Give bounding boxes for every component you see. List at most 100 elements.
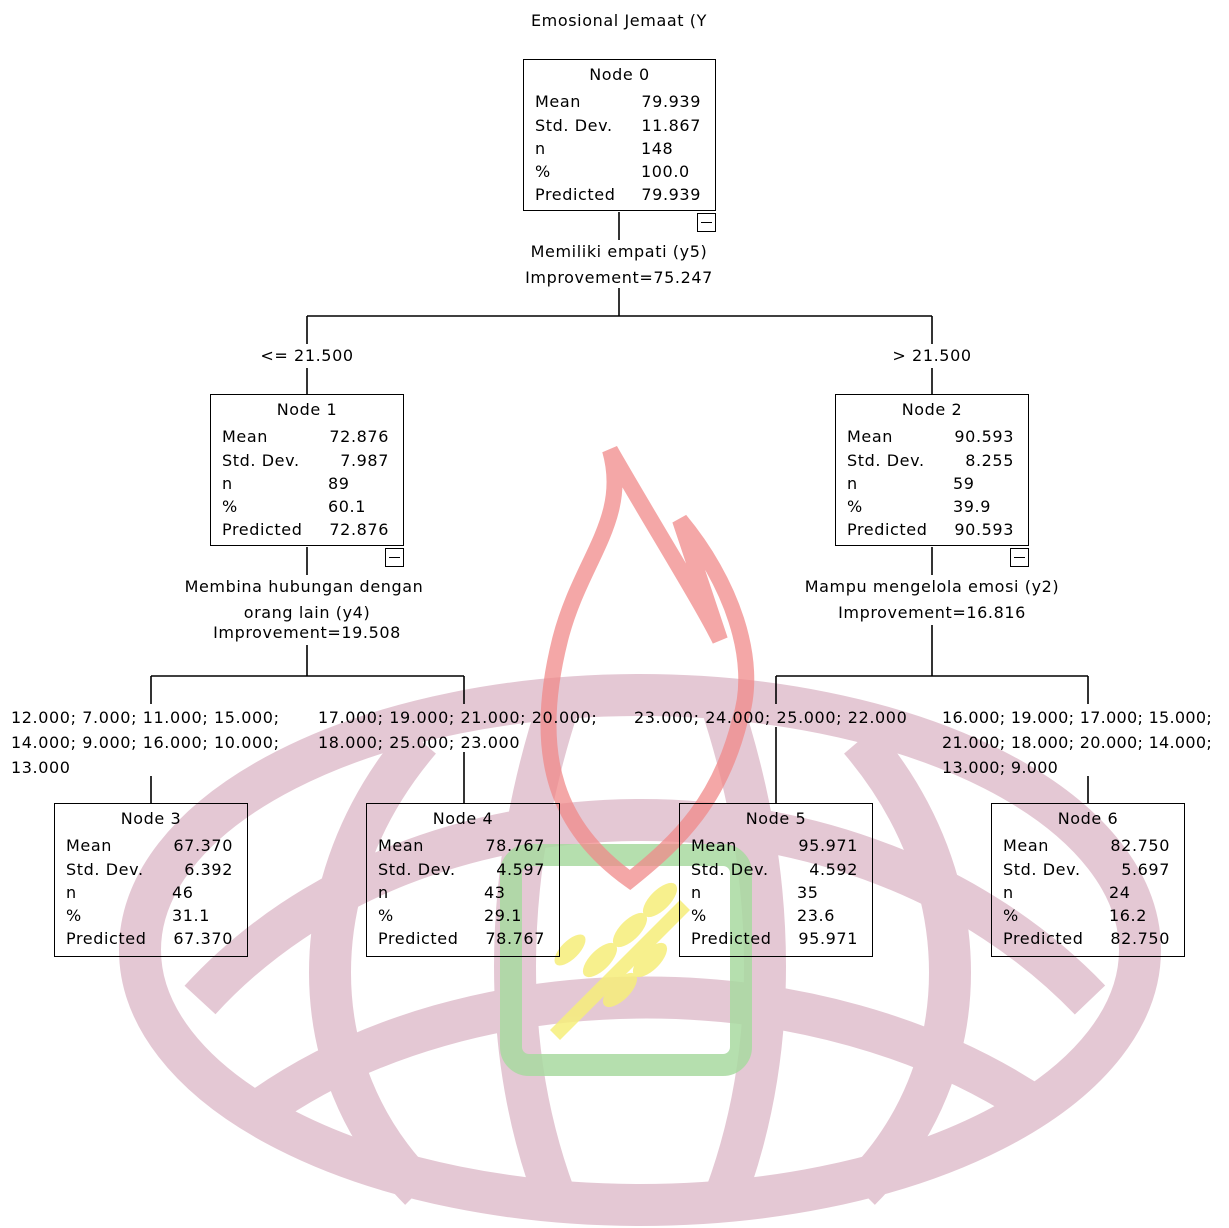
mean-value: 82.750 — [1110, 834, 1170, 857]
pred-label: Predicted — [66, 927, 147, 950]
std-label: Std. Dev. — [66, 858, 144, 881]
collapse-toggle-icon[interactable] — [697, 213, 716, 232]
pct-value: 23.6 — [797, 904, 835, 927]
mean-label: Mean — [535, 90, 581, 113]
split-improvement: Improvement=75.247 — [525, 268, 713, 288]
n-label: n — [378, 881, 389, 904]
node-0[interactable]: Node 0 Mean 79.939 Std. Dev. 11.867 n 148 %… — [523, 59, 716, 211]
n-value: 24 — [1109, 881, 1131, 904]
pct-label: % — [1003, 904, 1019, 927]
pct-label: % — [378, 904, 394, 927]
pred-label: Predicted — [691, 927, 772, 950]
mean-value: 79.939 — [641, 90, 701, 113]
std-value: 4.592 — [809, 858, 858, 881]
pred-value: 95.971 — [798, 927, 858, 950]
mean-label: Mean — [1003, 834, 1049, 857]
n-value: 148 — [641, 137, 673, 160]
pred-value: 67.370 — [173, 927, 233, 950]
pct-value: 60.1 — [328, 495, 366, 518]
pred-label: Predicted — [378, 927, 459, 950]
split-variable: Memiliki empati (y5) — [531, 242, 708, 262]
pct-label: % — [66, 904, 82, 927]
n-label: n — [66, 881, 77, 904]
std-value: 11.867 — [641, 114, 701, 137]
mean-label: Mean — [222, 425, 268, 448]
node-title: Node 6 — [992, 808, 1184, 830]
split-improvement: Improvement=19.508 — [213, 623, 401, 643]
n-value: 43 — [484, 881, 506, 904]
node-title: Node 4 — [367, 808, 559, 830]
collapse-toggle-icon[interactable] — [385, 548, 404, 567]
mean-label: Mean — [847, 425, 893, 448]
split-improvement: Improvement=16.816 — [838, 603, 1026, 623]
n-label: n — [1003, 881, 1014, 904]
node-6[interactable]: Node 6 Mean 82.750 Std. Dev. 5.697 n 24 % 16… — [991, 803, 1185, 957]
pred-label: Predicted — [847, 518, 928, 541]
pct-label: % — [847, 495, 863, 518]
node-title: Node 3 — [55, 808, 247, 830]
pct-label: % — [535, 160, 551, 183]
split-variable: Membina hubungan dengan — [185, 577, 424, 597]
n-value: 46 — [172, 881, 194, 904]
std-label: Std. Dev. — [847, 449, 925, 472]
n-label: n — [535, 137, 546, 160]
collapse-toggle-icon[interactable] — [1010, 548, 1029, 567]
pct-value: 16.2 — [1109, 904, 1147, 927]
pred-value: 79.939 — [641, 183, 701, 206]
n-value: 89 — [328, 472, 350, 495]
pct-label: % — [222, 495, 238, 518]
std-label: Std. Dev. — [378, 858, 456, 881]
std-label: Std. Dev. — [1003, 858, 1081, 881]
node-1[interactable]: Node 1 Mean 72.876 Std. Dev. 7.987 n 89 % 60… — [210, 394, 404, 546]
n-value: 35 — [797, 881, 819, 904]
std-value: 6.392 — [184, 858, 233, 881]
branch-label: 16.000; 19.000; 17.000; 15.000;21.000; 1… — [942, 705, 1212, 780]
mean-label: Mean — [691, 834, 737, 857]
n-value: 59 — [953, 472, 975, 495]
std-value: 8.255 — [965, 449, 1014, 472]
pred-value: 90.593 — [954, 518, 1014, 541]
node-title: Node 2 — [836, 399, 1028, 421]
mean-value: 90.593 — [954, 425, 1014, 448]
pct-value: 100.0 — [641, 160, 690, 183]
node-title: Node 0 — [524, 64, 715, 86]
branch-label: <= 21.500 — [260, 346, 353, 366]
branch-label: 17.000; 19.000; 21.000; 20.000;18.000; 2… — [318, 705, 597, 755]
split-variable: Mampu mengelola emosi (y2) — [805, 577, 1060, 597]
pred-value: 82.750 — [1110, 927, 1170, 950]
tree-title: Emosional Jemaat (Y — [531, 11, 707, 31]
pct-label: % — [691, 904, 707, 927]
pct-value: 29.1 — [484, 904, 522, 927]
std-label: Std. Dev. — [691, 858, 769, 881]
std-value: 4.597 — [496, 858, 545, 881]
node-title: Node 1 — [211, 399, 403, 421]
mean-value: 67.370 — [173, 834, 233, 857]
pred-label: Predicted — [1003, 927, 1084, 950]
std-value: 5.697 — [1121, 858, 1170, 881]
std-label: Std. Dev. — [535, 114, 613, 137]
mean-label: Mean — [378, 834, 424, 857]
mean-value: 78.767 — [485, 834, 545, 857]
mean-label: Mean — [66, 834, 112, 857]
node-3[interactable]: Node 3 Mean 67.370 Std. Dev. 6.392 n 46 % 31… — [54, 803, 248, 957]
node-4[interactable]: Node 4 Mean 78.767 Std. Dev. 4.597 n 43 % 29… — [366, 803, 560, 957]
pred-label: Predicted — [535, 183, 616, 206]
split-variable-cont: orang lain (y4) — [244, 603, 371, 623]
node-5[interactable]: Node 5 Mean 95.971 Std. Dev. 4.592 n 35 % 23… — [679, 803, 873, 957]
branch-label: 23.000; 24.000; 25.000; 22.000 — [634, 705, 907, 730]
pred-value: 78.767 — [485, 927, 545, 950]
mean-value: 72.876 — [329, 425, 389, 448]
n-label: n — [222, 472, 233, 495]
mean-value: 95.971 — [798, 834, 858, 857]
n-label: n — [691, 881, 702, 904]
std-value: 7.987 — [340, 449, 389, 472]
pred-label: Predicted — [222, 518, 303, 541]
node-title: Node 5 — [680, 808, 872, 830]
pct-value: 39.9 — [953, 495, 991, 518]
std-label: Std. Dev. — [222, 449, 300, 472]
pct-value: 31.1 — [172, 904, 210, 927]
branch-label: 12.000; 7.000; 11.000; 15.000;14.000; 9.… — [11, 705, 280, 780]
pred-value: 72.876 — [329, 518, 389, 541]
branch-label: > 21.500 — [892, 346, 971, 366]
